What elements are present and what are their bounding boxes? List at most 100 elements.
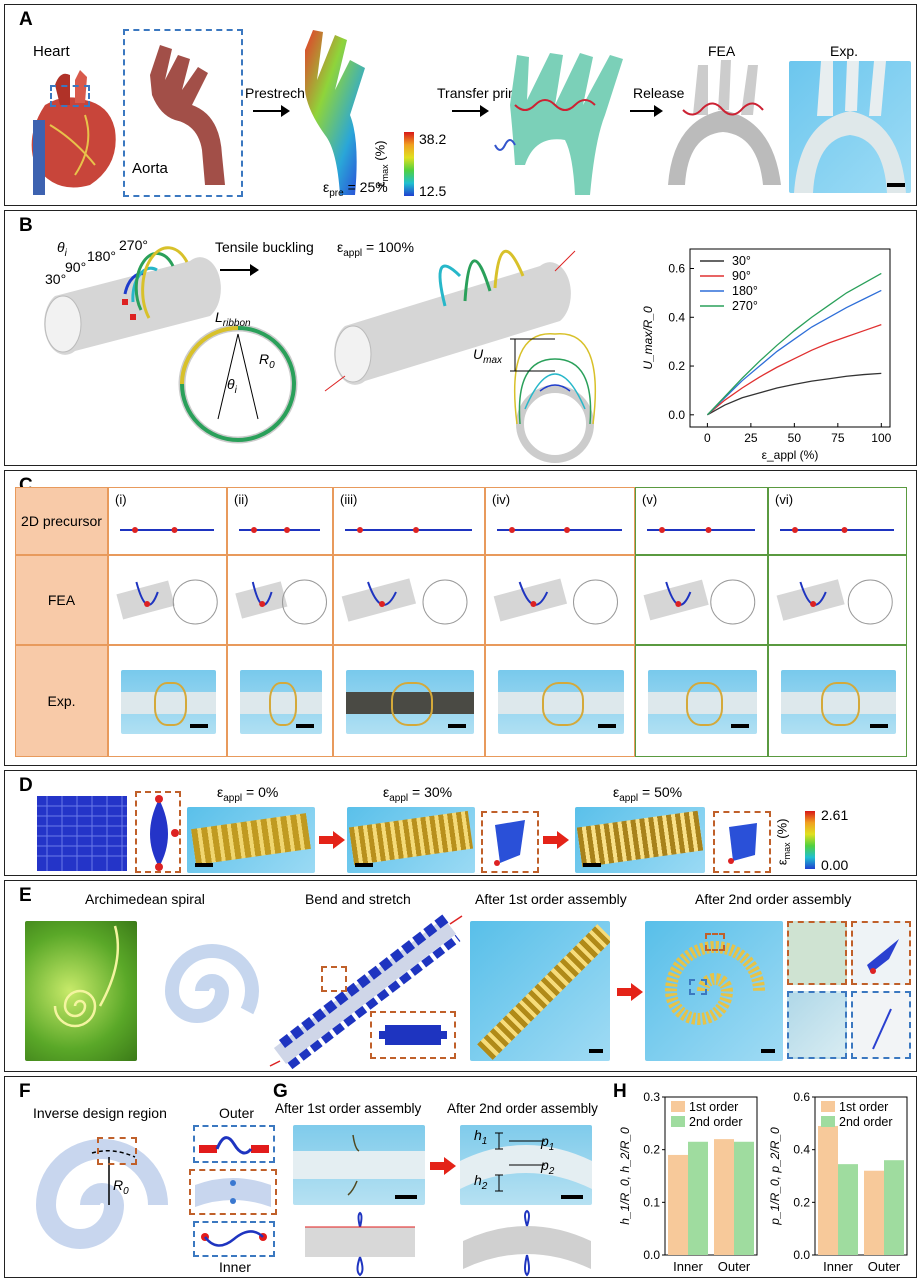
legend-label: 2nd order — [839, 1115, 893, 1129]
arrow-1 — [253, 110, 283, 112]
bar — [864, 1170, 884, 1255]
plot-frame — [814, 1096, 908, 1256]
grid-cell — [635, 645, 768, 757]
red-arrow-d1 — [319, 831, 345, 849]
colorbar-d-title: εmax (%) — [775, 818, 793, 865]
gold-ribbon — [542, 682, 584, 726]
h-sub: 1 — [481, 1135, 488, 1147]
ribbon-zoom-box — [189, 1169, 277, 1215]
column-label: (iii) — [340, 492, 358, 507]
tube-white — [293, 1151, 425, 1179]
fea-drawing — [116, 579, 218, 625]
zoom-box-d1 — [481, 811, 539, 873]
eps-symbol: ε — [323, 179, 330, 195]
legend-swatch — [671, 1116, 685, 1127]
column-label: (v) — [642, 492, 658, 507]
detail-box-4 — [851, 991, 911, 1059]
cross-section-2 — [510, 333, 597, 463]
second-assembly-label: After 2nd order assembly — [695, 891, 852, 907]
arrow-b-head — [250, 264, 259, 276]
h-symbol: h — [474, 1127, 482, 1143]
grid-cell — [485, 645, 635, 757]
eps-sub: pre — [329, 187, 344, 199]
first-assembly-photo — [470, 921, 610, 1061]
r-sub: 0 — [269, 359, 275, 371]
x-tick-label: 100 — [871, 431, 891, 445]
x-tick-label: Outer — [868, 1259, 901, 1274]
inner-ribbon — [201, 1230, 267, 1247]
tube — [346, 692, 474, 714]
grid-cell: (vi) — [768, 487, 907, 555]
bar — [818, 1125, 838, 1255]
y-axis-label: h_1/R_0, h_2/R_0 — [618, 1127, 632, 1225]
colorbar-d-min: 0.00 — [821, 857, 849, 873]
y-tick-label: 0.6 — [668, 262, 685, 276]
exp-photo — [648, 670, 757, 734]
r0-label: R0 — [259, 351, 275, 371]
row-header: Exp. — [15, 645, 108, 757]
series-line-2 — [706, 289, 882, 416]
eps-val: = 50% — [642, 784, 683, 800]
fea-aorta — [668, 60, 781, 185]
plot-frame — [664, 1096, 758, 1256]
cb-unit: (%) — [372, 140, 388, 165]
g-fea-1 — [305, 1211, 415, 1277]
y-axis-label: p_1/R_0, p_2/R_0 — [768, 1127, 782, 1226]
tendril-spiral — [53, 925, 120, 1028]
panel-fgh: F Inverse design region Outer R0 Inner G… — [4, 1076, 917, 1278]
precursor-drawing — [497, 527, 622, 533]
series-line-0 — [707, 372, 882, 416]
unit-zoom-box — [370, 1011, 456, 1059]
g-second-label: After 2nd order assembly — [447, 1101, 598, 1116]
panel-label-h: H — [613, 1081, 627, 1102]
colorbar-a-min: 12.5 — [419, 183, 447, 199]
fea-drawing — [235, 579, 327, 625]
gold-ribbon — [821, 682, 860, 726]
cylinder-1 — [44, 246, 221, 355]
eps-val: = 30% — [412, 784, 453, 800]
precursor-drawing — [239, 527, 320, 533]
tube-golden — [576, 810, 704, 868]
fea-drawing — [776, 579, 893, 625]
arrow-3-head — [654, 105, 663, 117]
design-region-box — [97, 1137, 137, 1165]
g-dimension-lines — [495, 1132, 545, 1192]
ribbon-sample — [347, 1134, 360, 1196]
outer-label: Outer — [219, 1105, 255, 1121]
l-sub: ribbon — [222, 317, 251, 329]
legend-label: 90° — [732, 269, 751, 283]
x-tick-label: 0 — [704, 431, 711, 445]
plot-frame — [689, 248, 891, 428]
heart-zoom-box — [50, 85, 90, 107]
angle-180: 180° — [87, 248, 116, 264]
red-arrow-e — [617, 983, 643, 1001]
legend-swatch — [821, 1101, 835, 1112]
grid-cell: (v) — [635, 487, 768, 555]
precursor-drawing — [345, 527, 472, 533]
fea-drawing — [341, 578, 468, 625]
exp-photo-a — [789, 61, 911, 193]
panel-label: E — [19, 885, 32, 906]
first-assembly-label: After 1st order assembly — [475, 891, 627, 907]
y-tick-label: 0.4 — [793, 1143, 810, 1157]
grid-cell — [485, 555, 635, 645]
grid-cell — [768, 645, 907, 757]
tube — [121, 692, 216, 714]
grid-cell — [227, 645, 333, 757]
prestretched-aorta — [305, 30, 365, 195]
red-arrow-d2 — [543, 831, 569, 849]
photo-d-0 — [187, 807, 315, 873]
photo-d-30 — [347, 807, 475, 873]
y-tick-label: 0.0 — [793, 1248, 810, 1262]
red-arrow-g — [430, 1157, 456, 1175]
scale-bar — [395, 1195, 417, 1199]
grid-cell — [333, 555, 485, 645]
grid-cell: (iii) — [333, 487, 485, 555]
cb-eps: ε — [774, 859, 790, 866]
panel-c: C 2D precursor(i)(ii)(iii)(iv)(v)(vi)FEA… — [4, 470, 917, 766]
panel-label: D — [19, 775, 33, 796]
panel-label: B — [19, 215, 33, 236]
eps-appl-val: = 100% — [362, 239, 414, 255]
